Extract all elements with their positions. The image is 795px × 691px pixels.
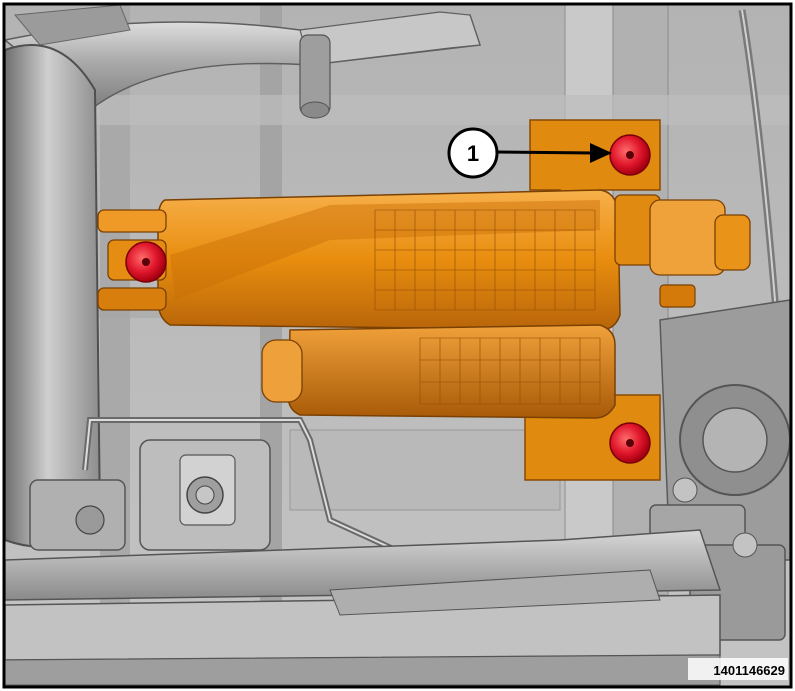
fuel-tank [4,44,102,548]
upper-pipe [3,4,482,119]
lower-bracket [29,439,271,551]
inlet-port-bottom [97,287,167,311]
callout-circle-icon [447,127,499,179]
figure-id-label: 1401146629 [713,663,785,678]
callout-leader-line [495,150,596,155]
callout-arrowhead-icon [590,143,612,163]
bolt-top-right [609,134,651,176]
canister-ribbing-upper [374,209,596,311]
bolt-left [125,241,167,283]
canister-ribbing-lower [419,337,601,405]
inlet-port-top [97,209,167,233]
bolt-bottom-right [609,422,651,464]
callout-number: 1 [467,141,479,166]
lower-end-cap [261,339,303,403]
callout-1: 1 [447,127,612,179]
evap-canister [97,119,751,481]
bottom-rail [4,529,722,686]
canister-lower-body [287,324,616,419]
